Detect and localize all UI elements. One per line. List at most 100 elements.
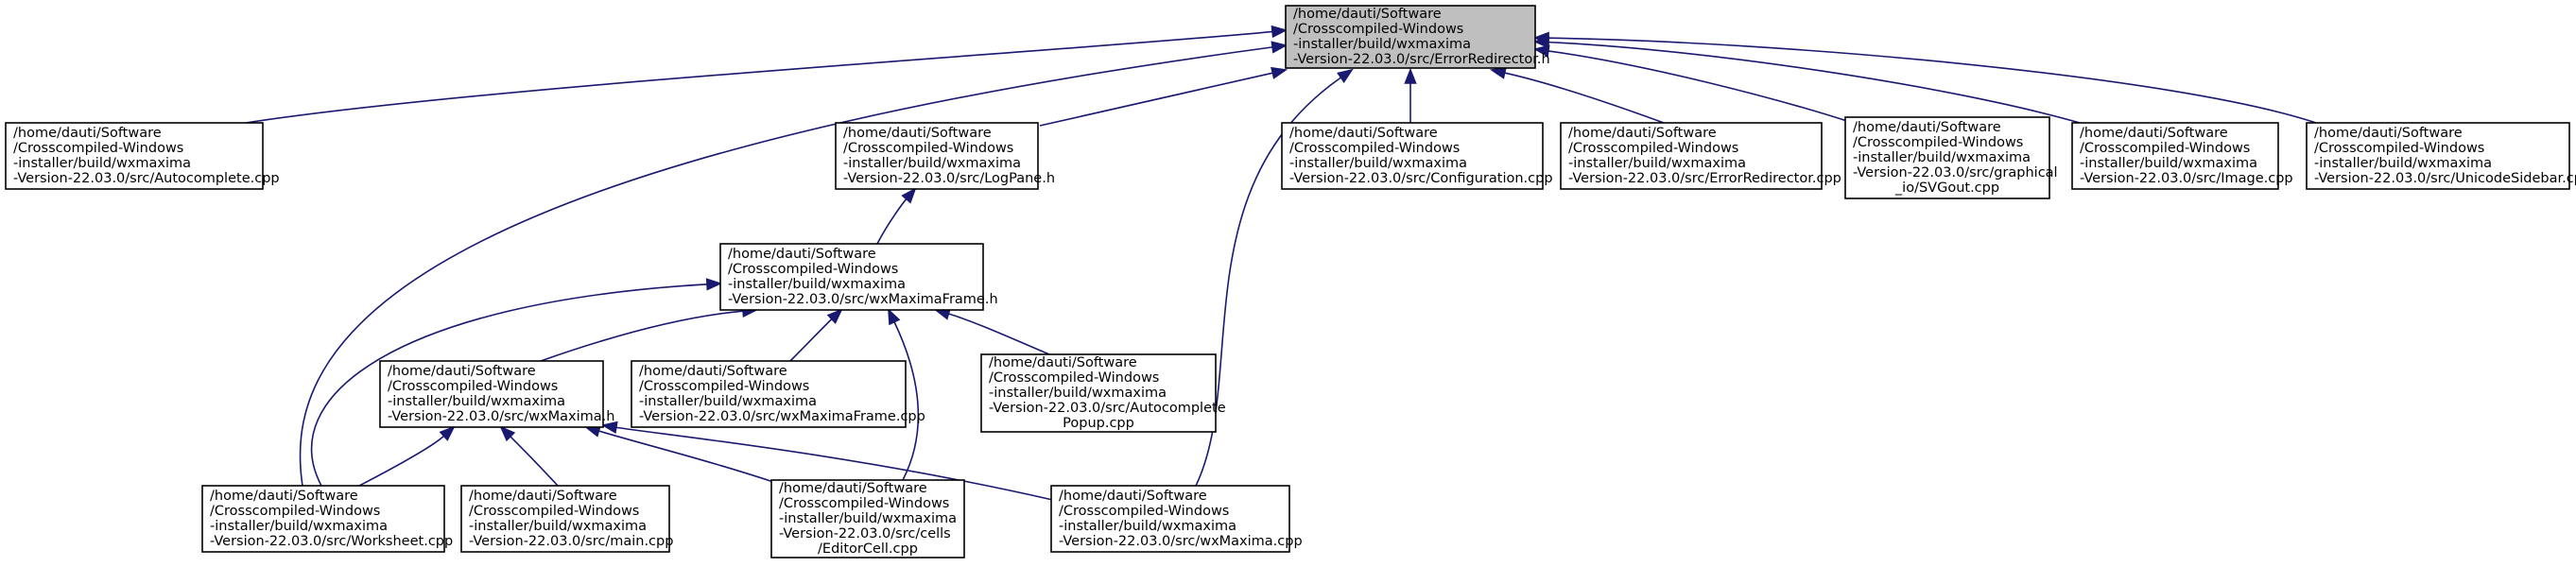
node-label-line: /home/dauti/Software [210, 489, 358, 504]
node-label-line: /Crosscompiled-Windows [779, 496, 949, 511]
edge-line [1547, 50, 1854, 124]
edge-n1-to-n0 [245, 25, 1288, 124]
node-label-line: /Crosscompiled-Windows [388, 379, 558, 394]
edge-arrowhead [1271, 41, 1288, 54]
edge-n10-to-n8 [789, 308, 843, 362]
node-label-line: /home/dauti/Software [1568, 126, 1717, 141]
node-label-line: -installer/build/wxmaxima [388, 394, 565, 409]
edge-arrowhead [888, 308, 901, 326]
node-label-line: /home/dauti/Software [1059, 489, 1207, 504]
file-node[interactable]: /home/dauti/Software/Crosscompiled-Windo… [2071, 122, 2293, 190]
node-box[interactable] [1560, 122, 1823, 190]
node-label-line: /Crosscompiled-Windows [1853, 135, 2023, 150]
node-label-line: /home/dauti/Software [469, 489, 617, 504]
node-label-line: /home/dauti/Software [989, 355, 1137, 370]
edge-n13-to-n9 [499, 425, 559, 487]
edge-line [598, 430, 786, 487]
file-node[interactable]: /home/dauti/Software/Crosscompiled-Windo… [980, 353, 1226, 433]
edge-n15-to-n9 [600, 421, 1058, 502]
node-label-line: -installer/build/wxmaxima [2080, 156, 2257, 171]
node-label-line: /home/dauti/Software [388, 364, 536, 379]
file-node[interactable]: /home/dauti/Software/Crosscompiled-Windo… [201, 485, 453, 553]
node-box[interactable] [770, 479, 965, 558]
node-label-line: /Crosscompiled-Windows [13, 141, 183, 156]
node-label-line: /home/dauti/Software [2080, 126, 2228, 141]
file-node[interactable]: /home/dauti/Software/Crosscompiled-Windo… [770, 479, 965, 558]
node-box[interactable] [2071, 122, 2279, 190]
node-box[interactable] [719, 243, 984, 311]
file-node[interactable]: /home/dauti/Software/Crosscompiled-Windo… [379, 360, 614, 428]
node-label-line: -installer/build/wxmaxima [13, 156, 191, 171]
node-label-line: -installer/build/wxmaxima [989, 386, 1167, 401]
node-label-line: -Version-22.03.0/src/Autocomplete.cpp [13, 171, 280, 186]
node-label-line: -installer/build/wxmaxima [469, 519, 647, 534]
node-label-line: /home/dauti/Software [2314, 126, 2463, 141]
node-label-line: /Crosscompiled-Windows [843, 141, 1013, 156]
file-node[interactable]: /home/dauti/Software/Crosscompiled-Windo… [631, 360, 925, 428]
file-node[interactable]: /home/dauti/Software/Crosscompiled-Windo… [460, 485, 673, 553]
node-label-line: -Version-22.03.0/src/cells [779, 526, 951, 541]
edge-line [1504, 72, 1665, 124]
node-box[interactable] [2306, 122, 2570, 190]
file-node[interactable]: /home/dauti/Software/Crosscompiled-Windo… [5, 122, 280, 190]
node-label-line: -installer/build/wxmaxima [843, 156, 1021, 171]
file-node[interactable]: /home/dauti/Software/Crosscompiled-Windo… [835, 122, 1055, 190]
node-label-line: /home/dauti/Software [728, 247, 876, 262]
node-label-line: /home/dauti/Software [639, 364, 787, 379]
edge-n2-to-n0 [1039, 66, 1288, 127]
node-label-line: -Version-22.03.0/src/Worksheet.cpp [210, 534, 453, 549]
node-label-line: /Crosscompiled-Windows [2080, 141, 2250, 156]
node-label-line: /home/dauti/Software [13, 126, 162, 141]
node-label-line: /home/dauti/Software [1853, 120, 2001, 135]
node-box[interactable] [379, 360, 604, 428]
edge-arrowhead [439, 425, 456, 441]
node-label-line: -Version-22.03.0/src/wxMaxima.h [388, 409, 614, 424]
node-label-line: -installer/build/wxmaxima [639, 394, 817, 409]
edge-line [299, 46, 1273, 487]
node-label-line: -installer/build/wxmaxima [1059, 519, 1236, 534]
node-label-line: /Crosscompiled-Windows [639, 379, 809, 394]
file-node[interactable]: /home/dauti/Software/Crosscompiled-Windo… [1560, 122, 1841, 190]
nodes-layer: /home/dauti/Software/Crosscompiled-Windo… [5, 5, 2576, 558]
node-label-line: -installer/build/wxmaxima [1568, 156, 1746, 171]
file-node[interactable]: /home/dauti/Software/Crosscompiled-Windo… [719, 243, 998, 311]
node-label-line: Popup.cpp [1063, 416, 1134, 431]
file-node[interactable]: /home/dauti/Software/Crosscompiled-Windo… [1281, 122, 1553, 190]
node-label-line: -Version-22.03.0/src/ErrorRedirector.cpp [1568, 171, 1841, 186]
edge-arrowhead [1337, 68, 1354, 83]
node-box[interactable] [460, 485, 670, 553]
edge-arrowhead [1532, 31, 1549, 44]
node-box[interactable] [1050, 485, 1290, 553]
node-box[interactable] [1281, 122, 1544, 190]
node-box[interactable] [5, 122, 264, 190]
node-label-line: -installer/build/wxmaxima [779, 511, 957, 526]
file-node[interactable]: /home/dauti/Software/Crosscompiled-Windo… [2306, 122, 2576, 190]
node-box[interactable] [631, 360, 907, 428]
root-file-node[interactable]: /home/dauti/Software/Crosscompiled-Windo… [1285, 5, 1550, 69]
file-node[interactable]: /home/dauti/Software/Crosscompiled-Windo… [1050, 485, 1303, 553]
node-label-line: -Version-22.03.0/src/wxMaximaFrame.cpp [639, 409, 925, 424]
node-label-line: _io/SVGout.cpp [1894, 180, 1999, 196]
node-box[interactable] [1844, 116, 2050, 199]
edge-n4-to-n0 [1489, 66, 1665, 124]
node-box[interactable] [201, 485, 445, 553]
node-label-line: -Version-22.03.0/src/main.cpp [469, 534, 673, 549]
node-label-line: /EditorCell.cpp [818, 541, 918, 557]
node-box[interactable] [980, 353, 1217, 433]
node-box[interactable] [1285, 5, 1536, 69]
node-label-line: /home/dauti/Software [1293, 7, 1442, 22]
edge-arrowhead [1404, 67, 1417, 84]
edge-n5-to-n0 [1532, 44, 1854, 124]
node-label-line: /home/dauti/Software [843, 126, 992, 141]
node-label-line: /home/dauti/Software [779, 481, 927, 496]
node-label-line: /Crosscompiled-Windows [2314, 141, 2484, 156]
edge-arrowhead [600, 421, 618, 434]
node-label-line: -Version-22.03.0/src/wxMaximaFrame.h [728, 292, 998, 307]
file-node[interactable]: /home/dauti/Software/Crosscompiled-Windo… [1844, 116, 2058, 199]
node-label-line: /Crosscompiled-Windows [1289, 141, 1460, 156]
edge-arrowhead [705, 278, 723, 291]
node-box[interactable] [835, 122, 1039, 190]
edges-layer [245, 25, 2317, 502]
edge-line [311, 284, 708, 487]
edge-n8-to-n2 [876, 187, 917, 245]
